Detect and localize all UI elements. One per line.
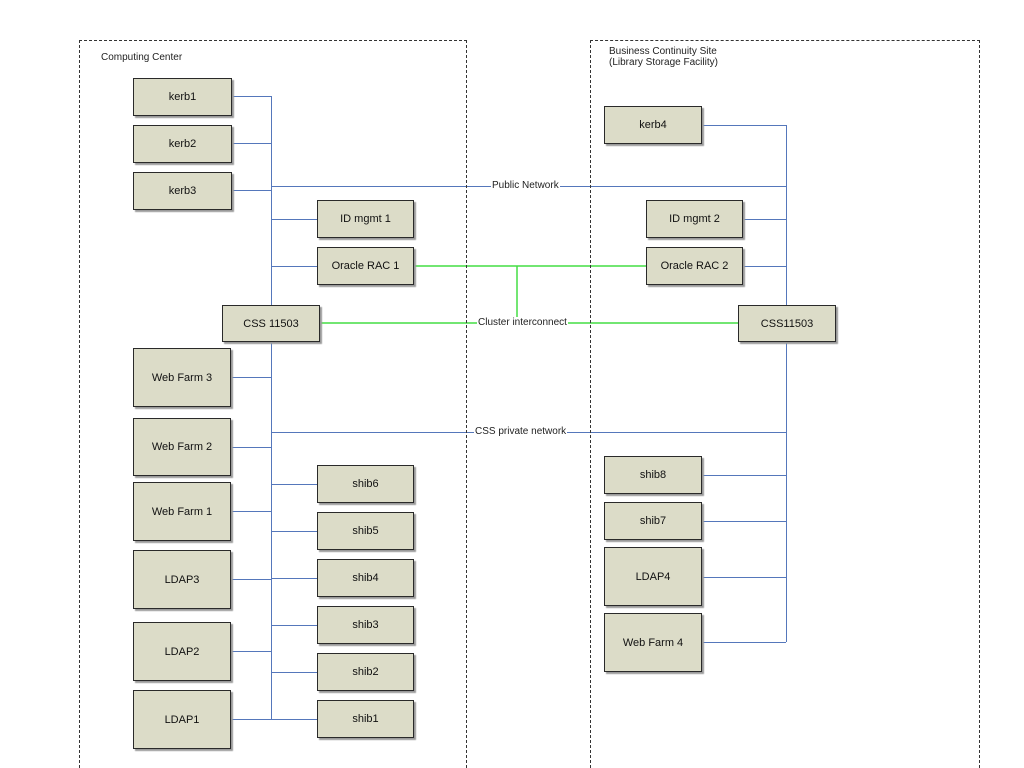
node-css-2: CSS11503 (738, 305, 836, 342)
node-web-farm-1: Web Farm 1 (133, 482, 231, 541)
node-id-mgmt-1: ID mgmt 1 (317, 200, 414, 238)
node-shib7: shib7 (604, 502, 702, 540)
public-network-label: Public Network (491, 180, 560, 192)
private-network-label: CSS private network (474, 426, 568, 438)
node-shib4: shib4 (317, 559, 414, 597)
node-ldap2: LDAP2 (133, 622, 231, 681)
site-title-business-continuity: Business Continuity Site (Library Storag… (609, 46, 718, 68)
site-title-computing-center: Computing Center (101, 52, 183, 63)
node-id-mgmt-2: ID mgmt 2 (646, 200, 743, 238)
node-shib6: shib6 (317, 465, 414, 503)
node-web-farm-2: Web Farm 2 (133, 418, 231, 476)
node-kerb3: kerb3 (133, 172, 232, 210)
node-shib5: shib5 (317, 512, 414, 550)
node-ldap1: LDAP1 (133, 690, 231, 749)
node-kerb1: kerb1 (133, 78, 232, 116)
node-shib8: shib8 (604, 456, 702, 494)
node-oracle-rac-2: Oracle RAC 2 (646, 247, 743, 285)
node-ldap3: LDAP3 (133, 550, 231, 609)
site-computing-center (79, 40, 467, 768)
node-shib1: shib1 (317, 700, 414, 738)
node-shib3: shib3 (317, 606, 414, 644)
node-shib2: shib2 (317, 653, 414, 691)
node-kerb4: kerb4 (604, 106, 702, 144)
node-ldap4: LDAP4 (604, 547, 702, 606)
node-web-farm-4: Web Farm 4 (604, 613, 702, 672)
node-oracle-rac-1: Oracle RAC 1 (317, 247, 414, 285)
node-kerb2: kerb2 (133, 125, 232, 163)
cluster-interconnect-label: Cluster interconnect (477, 317, 568, 329)
site-business-continuity (590, 40, 980, 768)
node-css-1: CSS 11503 (222, 305, 320, 342)
node-web-farm-3: Web Farm 3 (133, 348, 231, 407)
